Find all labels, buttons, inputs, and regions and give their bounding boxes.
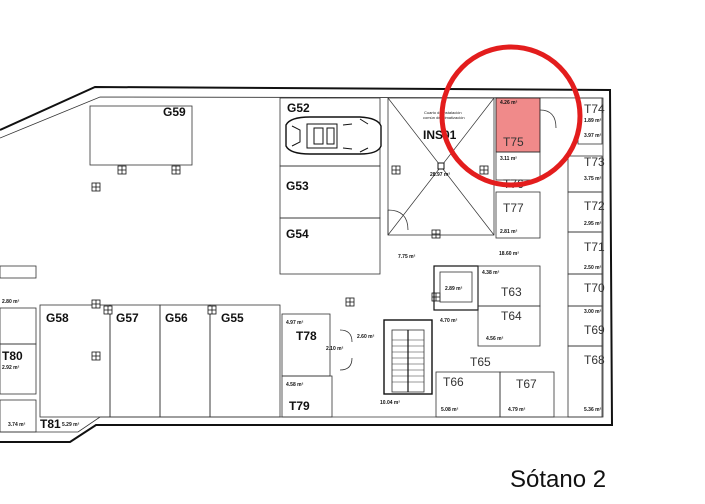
label-g58: G58 bbox=[46, 311, 69, 325]
label-t80: T80 bbox=[2, 349, 23, 363]
garage-g52: G52 bbox=[279, 97, 382, 167]
label-g54: G54 bbox=[286, 227, 309, 241]
label-t72: T72 bbox=[584, 199, 605, 213]
label-t77: T77 bbox=[503, 201, 524, 215]
area-t77: 2.81 m² bbox=[500, 229, 518, 235]
storage-block-center: 18.60 m² 7.75 m² 2.89 m² 4.38 m² T63 T64… bbox=[398, 251, 555, 418]
area-t63: 4.38 m² bbox=[482, 270, 500, 276]
building-outline bbox=[0, 85, 614, 443]
label-t65: T65 bbox=[470, 355, 491, 369]
area-t74: 1.89 m² bbox=[584, 118, 602, 124]
storage-block-far-left: 2.80 m² T80 2.92 m² 3.74 m² T81 5.29 m² bbox=[0, 265, 80, 433]
label-g55: G55 bbox=[221, 311, 244, 325]
highlight-circle bbox=[439, 44, 583, 188]
garage-g59: G59 bbox=[89, 105, 193, 166]
structural-columns bbox=[91, 165, 489, 361]
storage-block-left-center: 4.97 m² T78 2.60 m² 2.10 m² 4.58 m² T79 bbox=[281, 313, 375, 418]
area-corridor-2: 7.75 m² bbox=[398, 254, 416, 260]
label-g56: G56 bbox=[165, 311, 188, 325]
label-g52: G52 bbox=[287, 101, 310, 115]
area-stair-landing: 2.10 m² bbox=[326, 346, 344, 352]
label-t78: T78 bbox=[296, 329, 317, 343]
label-g57: G57 bbox=[116, 311, 139, 325]
area-t72: 2.95 m² bbox=[584, 221, 602, 227]
area-ins01: 28.97 m² bbox=[430, 172, 450, 178]
label-t68: T68 bbox=[584, 353, 605, 367]
label-g59: G59 bbox=[163, 105, 186, 119]
area-t75: 4.26 m² bbox=[500, 100, 518, 106]
label-t73: T73 bbox=[584, 155, 605, 169]
area-t80: 2.92 m² bbox=[2, 365, 20, 371]
garage-g53: G53 bbox=[279, 165, 381, 219]
area-t81b: 5.29 m² bbox=[62, 422, 80, 428]
area-t74b: 3.97 m² bbox=[584, 133, 602, 139]
area-hall: 2.60 m² bbox=[357, 334, 375, 340]
label-t63: T63 bbox=[501, 285, 522, 299]
area-t67: 4.79 m² bbox=[508, 407, 526, 413]
area-t78: 4.97 m² bbox=[286, 320, 304, 326]
area-t69: 3.00 m² bbox=[584, 309, 602, 315]
area-t79: 4.58 m² bbox=[286, 382, 304, 388]
label-t79: T79 bbox=[289, 399, 310, 413]
area-t71: 2.50 m² bbox=[584, 265, 602, 271]
floor-caption: Sótano 2 bbox=[510, 466, 607, 493]
area-left-1: 2.80 m² bbox=[2, 299, 20, 305]
car-icon bbox=[285, 116, 382, 155]
area-lift: 2.89 m² bbox=[445, 286, 463, 292]
area-corridor-3: 10.04 m² bbox=[380, 400, 400, 406]
label-t64: T64 bbox=[501, 309, 522, 323]
area-t64b: 4.70 m² bbox=[440, 318, 458, 324]
label-ins01: INS01 bbox=[423, 128, 457, 142]
label-t81: T81 bbox=[40, 417, 61, 431]
label-t74: T74 bbox=[584, 102, 605, 116]
label-g53: G53 bbox=[286, 179, 309, 193]
label-t71: T71 bbox=[584, 240, 605, 254]
area-t68: 5.36 m² bbox=[584, 407, 602, 413]
storage-block-right: 4.26 m² T75 3.11 m² T76 T77 2.81 m² T74 … bbox=[495, 97, 605, 418]
label-t67: T67 bbox=[516, 377, 537, 391]
area-t64: 4.56 m² bbox=[486, 336, 504, 342]
area-corridor-1: 18.60 m² bbox=[499, 251, 519, 257]
label-t69: T69 bbox=[584, 323, 605, 337]
area-t66: 5.08 m² bbox=[441, 407, 459, 413]
area-t76: 3.11 m² bbox=[500, 156, 517, 162]
label-t70: T70 bbox=[584, 281, 605, 295]
staircase: 10.04 m² bbox=[380, 319, 433, 406]
area-t73: 3.75 m² bbox=[584, 176, 602, 182]
area-t81a: 3.74 m² bbox=[8, 422, 26, 428]
garage-g54: G54 bbox=[279, 217, 381, 275]
garage-row-lower: G58 G57 G56 G55 bbox=[39, 304, 281, 418]
label-t66: T66 bbox=[443, 375, 464, 389]
label-t75: T75 bbox=[503, 135, 524, 149]
